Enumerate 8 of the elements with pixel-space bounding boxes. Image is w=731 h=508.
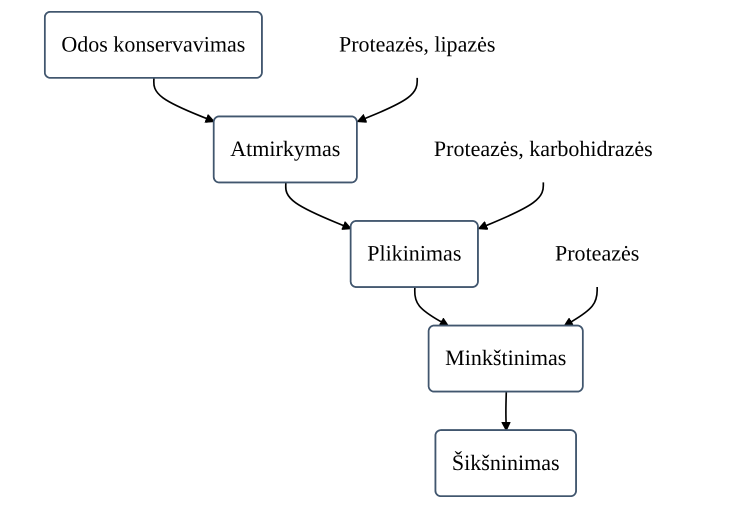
process-box: Atmirkymas <box>213 116 358 184</box>
process-box: Minkštinimas <box>428 324 584 392</box>
process-box: Plikinimas <box>350 220 479 288</box>
process-box: Odos konservavimas <box>44 10 263 79</box>
enzyme-label: Proteazės, karbohidrazės <box>434 132 653 166</box>
enzyme-label: Proteazės, lipazės <box>339 28 496 62</box>
enzyme-label: Proteazės <box>555 237 640 270</box>
process-box: Šikšninimas <box>434 429 578 497</box>
